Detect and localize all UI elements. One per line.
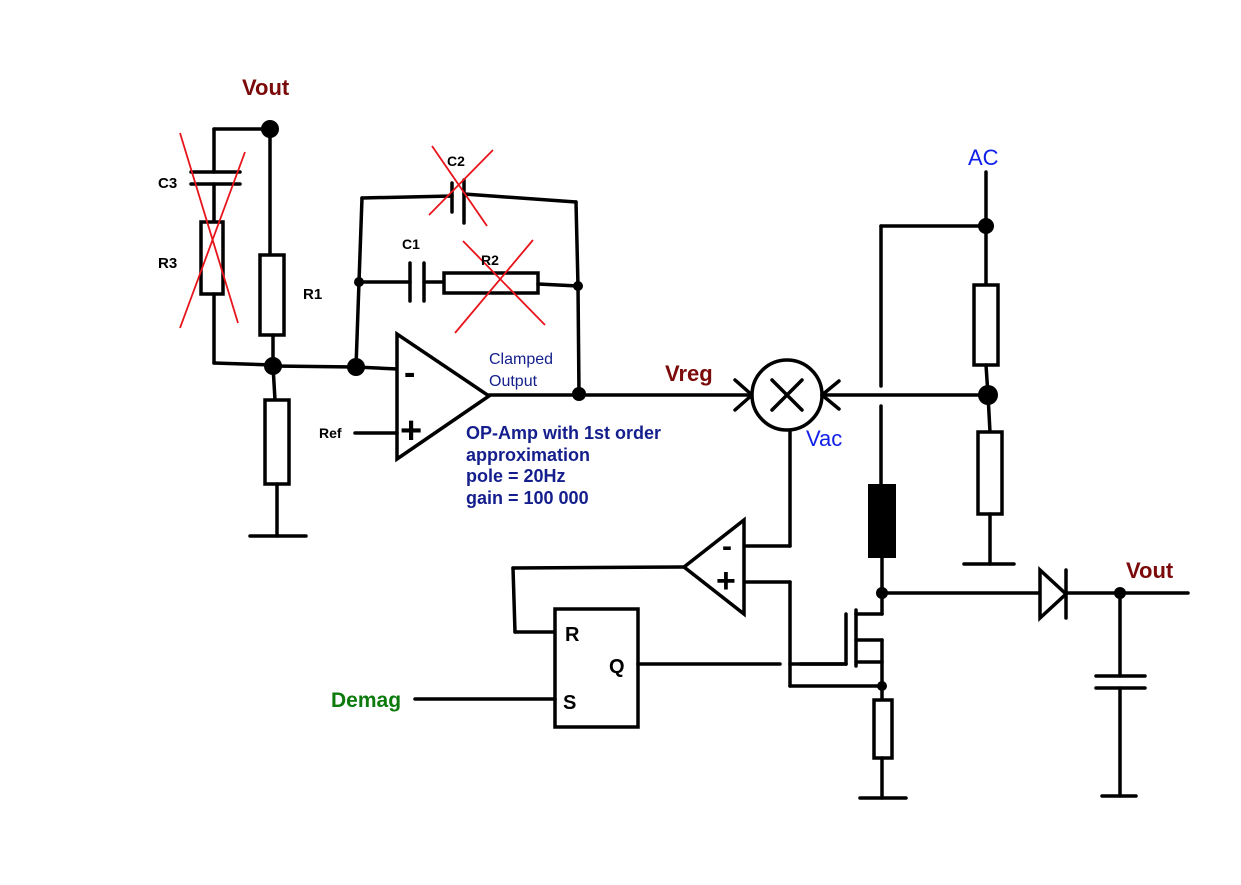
label-vout-right: Vout — [1126, 558, 1174, 583]
diode — [1038, 566, 1069, 622]
label-vac: Vac — [806, 426, 842, 451]
label-clamped-line1: Clamped — [489, 351, 553, 368]
opamp-minus-sign: - — [404, 354, 415, 392]
label-r2: R2 — [481, 252, 499, 268]
label-ref: Ref — [319, 425, 342, 441]
vout-top-node — [261, 120, 279, 138]
labels: Vout C3 R3 R1 C2 C1 R2 Ref Clamped Outpu… — [158, 75, 1174, 712]
label-c2: C2 — [447, 153, 465, 169]
feedback-divider-network — [179, 120, 357, 538]
power-stage — [788, 224, 1190, 800]
multiplier — [743, 358, 988, 548]
rs-flip-flop: R Q S — [413, 607, 848, 729]
strike-r2-a — [462, 240, 546, 326]
label-demag: Demag — [331, 689, 401, 712]
flip-flop-box — [553, 607, 640, 729]
opamp-plus-sign: + — [400, 410, 422, 452]
strike-r2-b — [454, 239, 534, 334]
current-comparator: - + — [511, 516, 792, 688]
comparator-minus-sign: - — [722, 530, 732, 563]
comparator-plus-sign: + — [716, 562, 736, 600]
resistor-bottom-left — [263, 398, 291, 486]
label-c1: C1 — [402, 236, 420, 252]
inductor — [868, 484, 896, 558]
label-r1: R1 — [303, 286, 322, 303]
resistor-r1 — [258, 253, 286, 337]
opamp-triangle — [395, 330, 493, 463]
label-c3: C3 — [158, 175, 177, 192]
resistor-ac-top — [972, 283, 1000, 367]
label-r3: R3 — [158, 255, 177, 272]
label-vreg: Vreg — [665, 361, 713, 386]
compensation-network — [347, 145, 583, 396]
label-vout-top: Vout — [242, 75, 290, 100]
label-opamp-note1: OP-Amp with 1st order — [466, 423, 661, 443]
comparator-triangle — [681, 516, 746, 618]
ff-s-label: S — [563, 692, 576, 714]
label-opamp-note4: gain = 100 000 — [466, 488, 589, 508]
ff-r-label: R — [565, 624, 580, 646]
strike-c3-r3-b — [179, 151, 246, 329]
resistor-r3 — [199, 220, 225, 296]
error-amplifier: - + — [353, 330, 754, 463]
label-ac: AC — [968, 145, 999, 170]
ac-sense-divider — [879, 170, 1016, 566]
ff-q-label: Q — [609, 656, 625, 678]
vac-arrow — [820, 379, 841, 411]
label-opamp-note2: approximation — [466, 445, 590, 465]
resistor-sense — [872, 698, 894, 760]
strike-c2-a — [431, 145, 488, 227]
label-opamp-note3: pole = 20Hz — [466, 466, 566, 486]
resistor-ac-bottom — [976, 430, 1004, 516]
strike-c2-b — [428, 149, 494, 216]
strike-c3-r3-a — [179, 132, 239, 324]
label-clamped-line2: Output — [489, 373, 538, 390]
